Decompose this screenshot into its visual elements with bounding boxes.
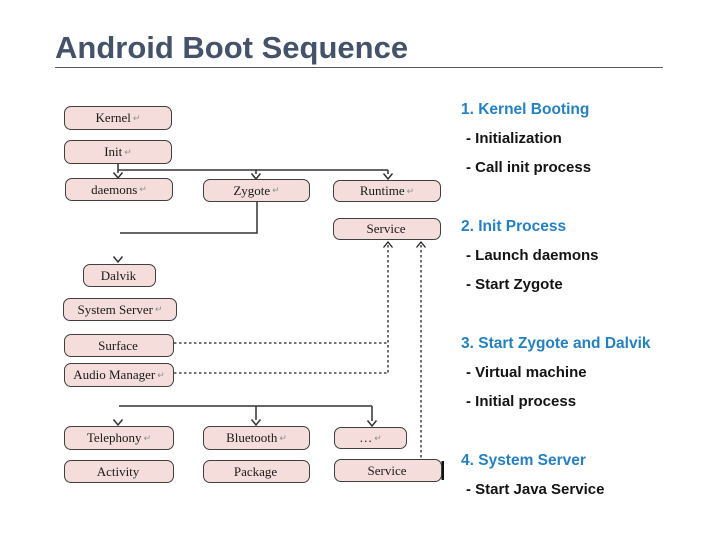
diagram-box-package: Package — [203, 460, 310, 483]
note-heading: 4. System Server — [461, 452, 586, 469]
box-label: daemons — [91, 181, 138, 197]
return-mark: ↵ — [272, 185, 280, 195]
title-underline — [55, 67, 663, 68]
note-item: - Call init process — [466, 159, 592, 176]
note-section-4: 4. System Server - Start Java Service — [461, 446, 711, 504]
note-item: - Initial process — [466, 393, 577, 410]
note-heading: 1. Kernel Booting — [461, 101, 590, 118]
box-label: Init — [104, 144, 123, 159]
note-item: - Launch daemons — [466, 247, 599, 264]
box-label: Kernel — [95, 110, 131, 125]
box-label: Audio Manager — [73, 367, 156, 382]
box-label: Dalvik — [100, 267, 137, 283]
diagram-box-kernel: Kernel↵ — [64, 106, 172, 130]
box-label: Zygote — [233, 182, 271, 198]
diagram-box-init: Init↵ — [64, 140, 172, 164]
diagram-box-zygote: Zygote↵ — [203, 179, 310, 202]
note-item: - Start Java Service — [466, 481, 605, 498]
box-label: Service — [367, 462, 407, 478]
diagram-box-daemons: daemons↵ — [65, 178, 173, 201]
note-section-3: 3. Start Zygote and Dalvik - Virtual mac… — [461, 329, 711, 416]
diagram-box-service-top: Service — [333, 218, 441, 240]
dashed-arrowheads — [382, 240, 427, 248]
box-label: Package — [233, 463, 278, 479]
box-label: Activity — [96, 463, 140, 479]
diagram-box-runtime: Runtime↵ — [333, 180, 441, 202]
box-label: Service — [366, 221, 406, 236]
return-mark: ↵ — [279, 432, 287, 443]
note-item: - Start Zygote — [466, 276, 563, 293]
page-title: Android Boot Sequence — [55, 30, 409, 65]
diagram-box-telephony: Telephony↵ — [64, 426, 174, 450]
box-label: Runtime — [359, 183, 405, 198]
box-label: Telephony — [86, 430, 142, 445]
diagram-box-dalvik: Dalvik — [83, 264, 156, 287]
diagram-box-dots: …↵ — [334, 427, 407, 449]
note-section-1: 1. Kernel Booting - Initialization - Cal… — [461, 95, 711, 182]
return-mark: ↵ — [374, 432, 382, 443]
note-heading: 3. Start Zygote and Dalvik — [461, 335, 651, 352]
note-item: - Virtual machine — [466, 364, 587, 381]
box-label: … — [359, 430, 373, 445]
diagram-box-system-server: System Server↵ — [63, 298, 177, 321]
diagram-box-bluetooth: Bluetooth↵ — [203, 426, 310, 450]
return-mark: ↵ — [139, 184, 147, 194]
diagram-box-surface: Surface — [64, 334, 174, 357]
box-label: Surface — [98, 337, 138, 353]
return-mark: ↵ — [143, 432, 152, 443]
diagram-box-audio-manager: Audio Manager↵ — [64, 363, 174, 387]
return-mark: ↵ — [132, 112, 141, 123]
box-label: System Server — [77, 301, 153, 317]
return-mark: ↵ — [406, 185, 415, 196]
note-section-2: 2. Init Process - Launch daemons - Start… — [461, 212, 711, 299]
return-mark: ↵ — [157, 369, 165, 380]
note-item: - Initialization — [466, 130, 562, 147]
diagram-box-activity: Activity — [64, 460, 174, 483]
box-label: Bluetooth — [226, 430, 278, 445]
return-mark: ↵ — [154, 304, 163, 314]
diagram-box-service-bottom: Service — [334, 459, 442, 482]
note-heading: 2. Init Process — [461, 218, 567, 235]
return-mark: ↵ — [124, 146, 132, 157]
